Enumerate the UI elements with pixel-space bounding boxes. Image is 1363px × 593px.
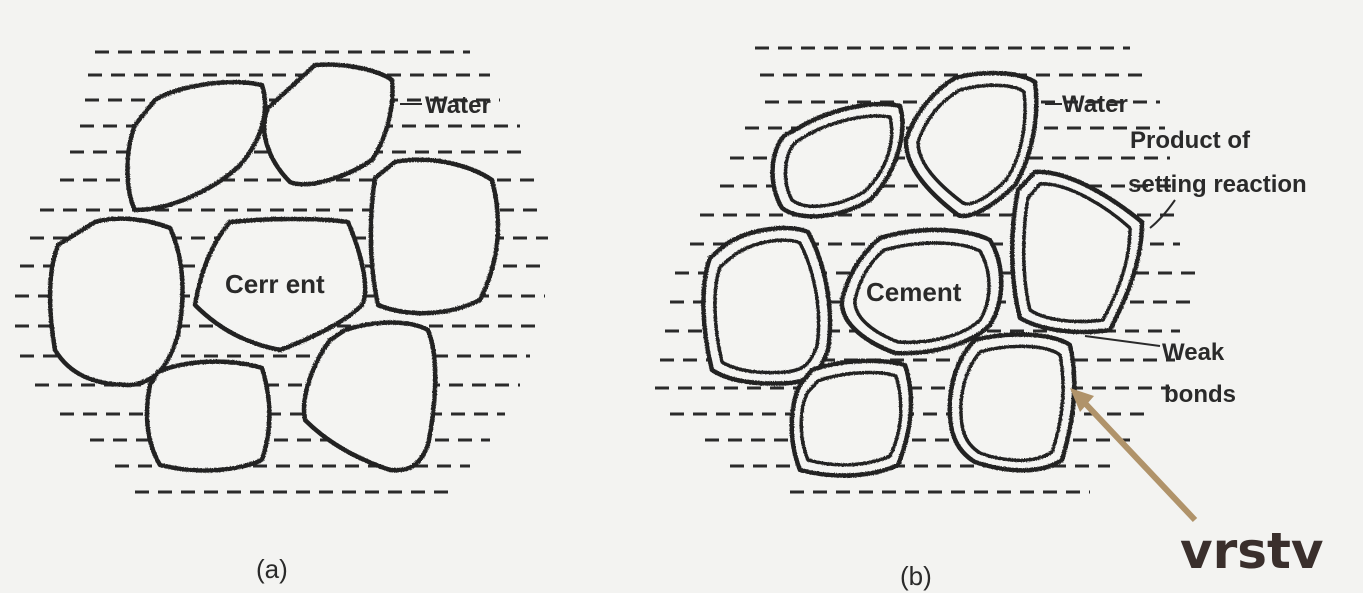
water-label-b: Water <box>1062 91 1128 118</box>
cement-label-b: Cement <box>866 277 962 307</box>
caption-a: (a) <box>256 554 288 584</box>
weak-label-line2: bonds <box>1164 381 1236 408</box>
watermark: vrstv <box>1070 388 1324 580</box>
watermark-text: vrstv <box>1180 522 1324 580</box>
cement-label-a: Cerr ent <box>225 269 325 299</box>
product-shell <box>792 361 911 476</box>
watermark-arrow-shaft <box>1082 400 1195 520</box>
weak-pointer <box>1085 336 1160 346</box>
product-label-line2: setting reaction <box>1128 171 1307 198</box>
product-shell <box>950 335 1074 471</box>
panel-a: Water Cerr ent (a) <box>15 52 548 584</box>
cement-grain <box>128 82 266 210</box>
caption-b: (b) <box>900 561 932 591</box>
cement-grain <box>147 362 269 471</box>
cement-grain <box>304 323 435 471</box>
cement-grain <box>50 219 182 385</box>
weak-label-line1: Weak <box>1162 339 1225 366</box>
water-label-a: Water <box>425 92 491 119</box>
cement-grain <box>264 65 392 185</box>
panel-b: Water Product of setting reaction Weak b… <box>655 48 1307 591</box>
product-label-line1: Product of <box>1130 127 1251 154</box>
cement-grain <box>371 160 498 313</box>
